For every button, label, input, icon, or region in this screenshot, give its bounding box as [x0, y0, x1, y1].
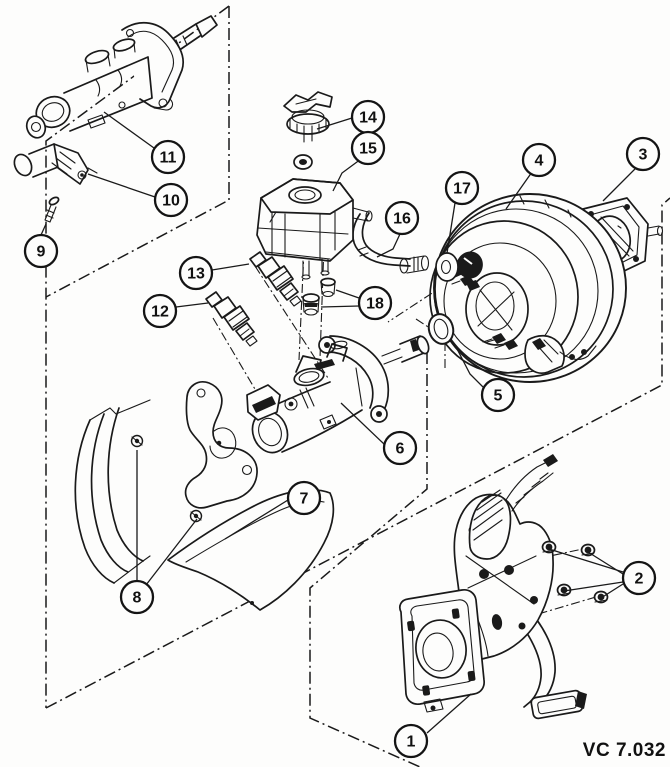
- callout-11: 11: [103, 111, 186, 175]
- svg-text:16: 16: [393, 211, 411, 228]
- callout-8: 8: [119, 450, 198, 615]
- brake-booster: [429, 193, 627, 383]
- screw-item9: [44, 196, 60, 223]
- svg-text:4: 4: [535, 153, 544, 170]
- callout-2: 2: [548, 548, 657, 599]
- svg-text:10: 10: [162, 193, 180, 210]
- callout-10: 10: [87, 173, 189, 218]
- svg-text:5: 5: [494, 388, 503, 405]
- callout-18: 18: [320, 285, 393, 321]
- pedal-bracket-assembly: [398, 454, 587, 720]
- callout-5: 5: [454, 344, 516, 413]
- callout-15: 15: [332, 130, 386, 192]
- svg-text:6: 6: [396, 441, 405, 458]
- callout-12: 12: [142, 293, 209, 329]
- hose-fitting-item10: [13, 143, 98, 185]
- callout-1: 1: [393, 693, 472, 759]
- svg-text:15: 15: [359, 141, 377, 158]
- svg-text:18: 18: [366, 296, 384, 313]
- switch-item13: [249, 251, 302, 307]
- cap-seal: [293, 154, 313, 170]
- master-cylinder-exploded: [246, 335, 430, 454]
- svg-text:7: 7: [300, 491, 309, 508]
- retaining-clips: [130, 434, 203, 523]
- reservoir-cap: [283, 91, 333, 143]
- svg-text:1: 1: [407, 734, 416, 751]
- splash-shields: [74, 381, 335, 611]
- mounting-nuts: [541, 540, 609, 604]
- sealing-grommets: [302, 277, 336, 316]
- supply-hose: [352, 212, 430, 274]
- svg-text:8: 8: [133, 590, 142, 607]
- fluid-reservoir: [256, 178, 373, 280]
- svg-text:17: 17: [453, 181, 471, 198]
- callout-16: 16: [376, 200, 420, 258]
- svg-text:9: 9: [37, 244, 46, 261]
- switch-item12: [205, 291, 258, 347]
- callout-17: 17: [444, 170, 480, 254]
- hose-grommet: [435, 252, 459, 282]
- callout-3: 3: [602, 136, 661, 202]
- callout-13: 13: [178, 255, 250, 291]
- svg-text:14: 14: [359, 110, 377, 127]
- callout-4: 4: [505, 142, 557, 210]
- figure-code: VC 7.032: [583, 740, 666, 761]
- check-valve: [457, 251, 483, 291]
- svg-text:2: 2: [635, 571, 644, 588]
- svg-text:3: 3: [639, 147, 648, 164]
- callout-9: 9: [23, 223, 59, 269]
- callout-6: 6: [340, 402, 418, 466]
- callout-7: 7: [224, 480, 322, 540]
- svg-text:13: 13: [187, 266, 205, 283]
- svg-text:11: 11: [160, 150, 177, 167]
- callout-14: 14: [316, 99, 386, 135]
- master-cylinder-assembled: [25, 15, 218, 139]
- svg-text:12: 12: [151, 304, 169, 321]
- o-ring: [427, 313, 455, 345]
